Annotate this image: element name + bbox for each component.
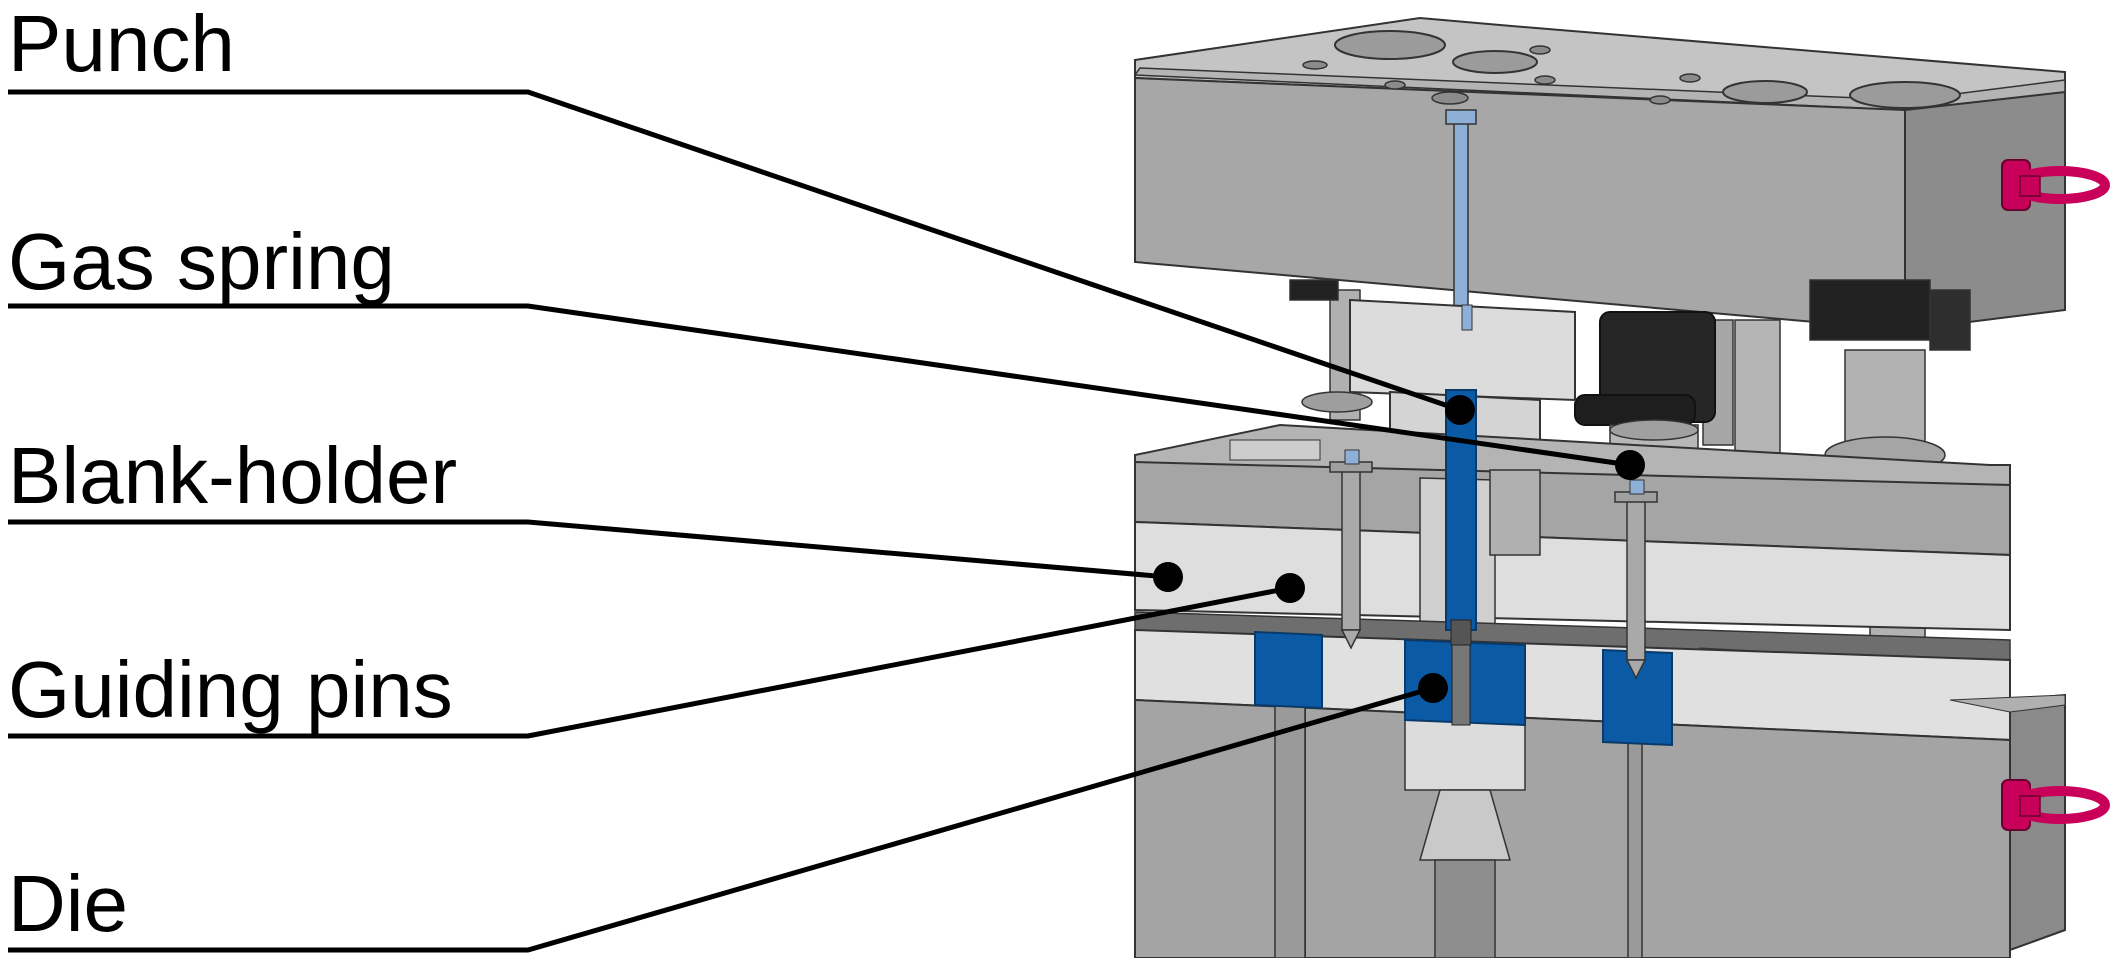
upper-shoe <box>1133 16 2066 332</box>
label-gas-spring: Gas spring <box>8 217 395 306</box>
label-guiding-pins: Guiding pins <box>8 645 453 734</box>
leader-guiding-pins <box>8 585 1291 739</box>
lifting-handle-upper <box>2001 159 2110 211</box>
guiding-pins <box>1329 449 1658 680</box>
leader-dots <box>1153 395 1645 703</box>
label-die: Die <box>8 859 129 948</box>
label-punch: Punch <box>8 0 235 88</box>
dot-punch <box>1445 395 1475 425</box>
dot-die <box>1418 673 1448 703</box>
gas-spring <box>1574 311 1716 481</box>
leader-blank-holder <box>8 519 1169 580</box>
leader-die <box>8 685 1434 953</box>
lifting-handle-lower <box>2001 779 2110 831</box>
dot-blank-holder <box>1153 562 1183 592</box>
dot-gas-spring <box>1615 450 1645 480</box>
punch <box>1445 389 1477 726</box>
lower-shoe <box>1134 693 2066 958</box>
leader-gas-spring <box>8 303 1631 468</box>
leader-punch <box>8 89 1461 413</box>
leader-lines <box>8 89 1631 953</box>
dot-guiding-pins <box>1275 573 1305 603</box>
label-blank-holder: Blank-holder <box>8 431 458 520</box>
